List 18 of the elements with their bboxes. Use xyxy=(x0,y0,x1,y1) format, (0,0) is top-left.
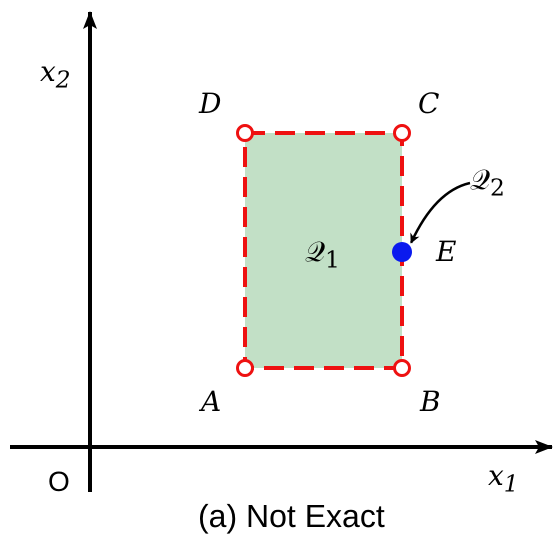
math-label: 𝒬$_{1}$ xyxy=(305,238,340,272)
filled-point xyxy=(391,241,413,263)
caption: (a) Not Exact xyxy=(198,500,385,532)
arrow xyxy=(410,182,470,244)
point-label: C xyxy=(418,90,440,118)
origin-label: O xyxy=(48,468,70,496)
open-point xyxy=(392,358,412,378)
shaded-rectangle xyxy=(245,133,402,368)
open-point xyxy=(235,123,255,143)
math-label: 𝒬$_{2}$ xyxy=(470,166,505,200)
point-label: D xyxy=(199,90,222,118)
open-point xyxy=(235,358,255,378)
point-label: B xyxy=(420,388,441,416)
open-point xyxy=(392,123,412,143)
axis-label: x$_{1}$ xyxy=(488,462,519,496)
point-label: A xyxy=(201,388,222,416)
axis-label: x$_{2}$ xyxy=(40,58,71,92)
point-label: E xyxy=(436,238,456,266)
